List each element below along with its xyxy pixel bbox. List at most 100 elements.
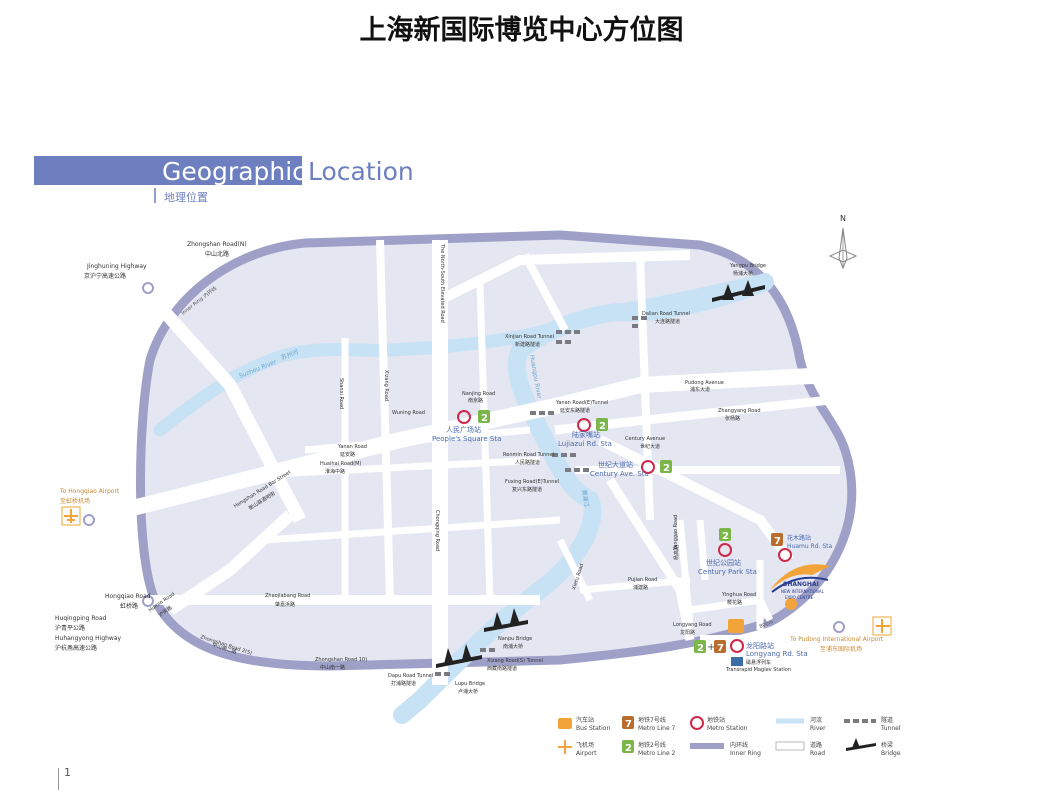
label-lujiazui: Lujiazui Rd. Sta [558,440,612,448]
label-xinjian-tunnel-cn: 新建路隧道 [515,341,540,348]
label-maglev-cn: 磁悬浮列车 [746,659,771,666]
expo-centre-logo: SHANGHAI NEW INTERNATIONAL EXPO CENTRE [770,564,830,600]
label-yanan-cn: 延安路 [340,451,355,458]
label-xizang: Xizang Road [383,370,389,401]
label-xinjian-tunnel: Xinjian Road Tunnel [505,334,554,340]
bus-station-icon [728,619,744,633]
label-huaihai-cn: 淮海中路 [325,468,345,475]
legend: 汽车站 Bus Station 7 地铁7号线 Metro Line 7 地铁站… [558,716,901,757]
svg-text:+: + [707,642,715,653]
label-century-ave-sta: Century Ave. Sta [590,470,649,478]
label-century-ave: Century Avenue [625,436,665,442]
label-longyang: Longyang Rd. Sta [746,650,808,658]
page-title: 上海新国际博览中心方位图 [359,15,684,46]
label-yanggao: Yanggao Road [673,515,679,551]
svg-text:地铁2号线: 地铁2号线 [638,741,666,749]
label-yangpu-bridge-cn: 杨浦大桥 [733,270,753,277]
label-yanan-tunnel: Yanan Road(E)Tunnel [555,400,608,406]
svg-text:2: 2 [663,463,670,474]
svg-text:桥梁: 桥梁 [881,741,893,749]
svg-text:2: 2 [722,531,729,542]
compass-icon: N [828,214,858,270]
inner-ring [136,230,857,671]
svg-text:7: 7 [774,536,781,547]
svg-text:地铁7号线: 地铁7号线 [638,716,666,724]
label-zhaojiabang-cn: 肇嘉浜路 [275,601,295,608]
svg-text:2: 2 [599,421,606,432]
svg-text:道路: 道路 [810,741,822,749]
label-huqingping: Huqingping Road [55,615,107,622]
label-huangpu-river-cn: 黄浦江 [580,489,591,508]
page-divider [58,768,59,790]
label-zhongshan-10: Zhongshan Road 10) [315,657,367,663]
svg-text:汽车站: 汽车站 [576,716,594,724]
label-huqingping-cn: 沪青平公路 [55,624,85,632]
svg-text:N: N [840,214,846,223]
label-longyang: Longyang Road [673,622,712,628]
venue-distance: 800m [759,619,775,630]
label-pudong-ave: Pudong Avenue [685,380,724,386]
label-wuning: Wuning Road [392,410,425,416]
label-zhongshan-n-cn: 中山北路 [205,250,229,258]
header-bar [34,156,302,185]
tunnel-markers [435,316,647,676]
svg-text:飞机场: 飞机场 [576,741,594,749]
svg-text:隧道: 隧道 [881,716,893,724]
label-shanxi: Shanxi Road [338,378,344,409]
svg-text:7: 7 [625,719,632,730]
label-hongqiao-airport-cn: 至虹桥机场 [60,497,90,505]
label-renmin-tunnel: Renmin Road Tunnel [503,452,554,458]
label-huhangyong-cn: 沪杭甬高速公路 [55,644,97,652]
label-century-park-cn: 世纪公园站 [706,558,741,567]
label-hongqiao-rd-cn: 虹桥路 [120,602,138,610]
label-zhongshan-n: Zhongshan Road(N) [187,241,247,248]
label-century-ave-cn: 世纪大道站 [598,460,633,469]
label-fuxing-tunnel: Fuxing Road(E)Tunnel [505,479,559,485]
label-dalian-tunnel-cn: 大连路隧道 [655,318,680,325]
label-pudong-airport-cn: 至浦东国际机场 [820,645,862,653]
label-chongqing: Chongqing Road [434,510,440,551]
label-yinghua-cn: 樱花路 [727,599,742,606]
label-lujiazui-cn: 陆家嘴站 [572,430,600,439]
svg-text:Bus Station: Bus Station [576,725,610,732]
label-peoples-square-cn: 人民广场站 [446,425,481,434]
header-title-2: Location [308,157,414,186]
svg-text:SHANGHAI: SHANGHAI [783,581,819,588]
label-jinghuning: Jinghuning Highway [86,263,147,270]
label-xizang-tunnel: Xizang Road(S) Tunnel [487,658,543,664]
svg-text:地铁站: 地铁站 [707,716,725,724]
label-pudong-airport: To Pudong International Airport [789,636,884,643]
label-lupu-bridge-cn: 卢浦大桥 [458,688,478,695]
svg-text:2: 2 [481,413,488,424]
label-peoples-square: People's Square Sta [432,435,501,443]
label-longyang-cn: 龙阳路站 [746,641,774,650]
page-number: 1 [64,766,71,779]
label-fuxing-tunnel-cn: 复兴东路隧道 [512,486,542,493]
svg-text:Metro Line 2: Metro Line 2 [638,750,676,757]
metro-icons: 2 2 2 2 7 2 + 7 [457,410,797,666]
label-zhangyang: Zhangyang Road [718,408,761,414]
label-zhaojiabang: Zhaojiabang Road [265,593,310,599]
svg-text:Inner Ring: Inner Ring [730,750,761,757]
airport-icon [61,506,892,636]
road-network [86,239,842,685]
label-jinghuning-cn: 京沪宁高速公路 [84,272,126,280]
label-zhongshan-10-cn: 中山南一路 [320,664,345,671]
label-yangpu-bridge: Yangpu Bridge [729,263,766,269]
svg-text:内环线: 内环线 [730,741,748,749]
header-title-1: Geographic [162,157,306,186]
label-century-park: Century Park Sta [698,568,757,576]
svg-text:Tunnel: Tunnel [880,725,901,732]
label-maglev: Transrapid Maglev Station [725,667,791,673]
label-renmin-tunnel-cn: 人民路隧道 [515,459,540,466]
svg-text:River: River [810,725,826,732]
label-huaihai: Huaihai Road(M) [320,461,361,467]
svg-text:Road: Road [810,750,825,757]
label-hongqiao-rd: Hongqiao Road [105,593,151,600]
svg-text:Bridge: Bridge [881,750,901,757]
label-huhangyong: Huhangyong Highway [55,635,122,642]
svg-text:Metro Line 7: Metro Line 7 [638,725,676,732]
svg-text:EXPO CENTRE: EXPO CENTRE [785,595,814,600]
label-pujian-cn: 浦建路 [633,584,648,591]
